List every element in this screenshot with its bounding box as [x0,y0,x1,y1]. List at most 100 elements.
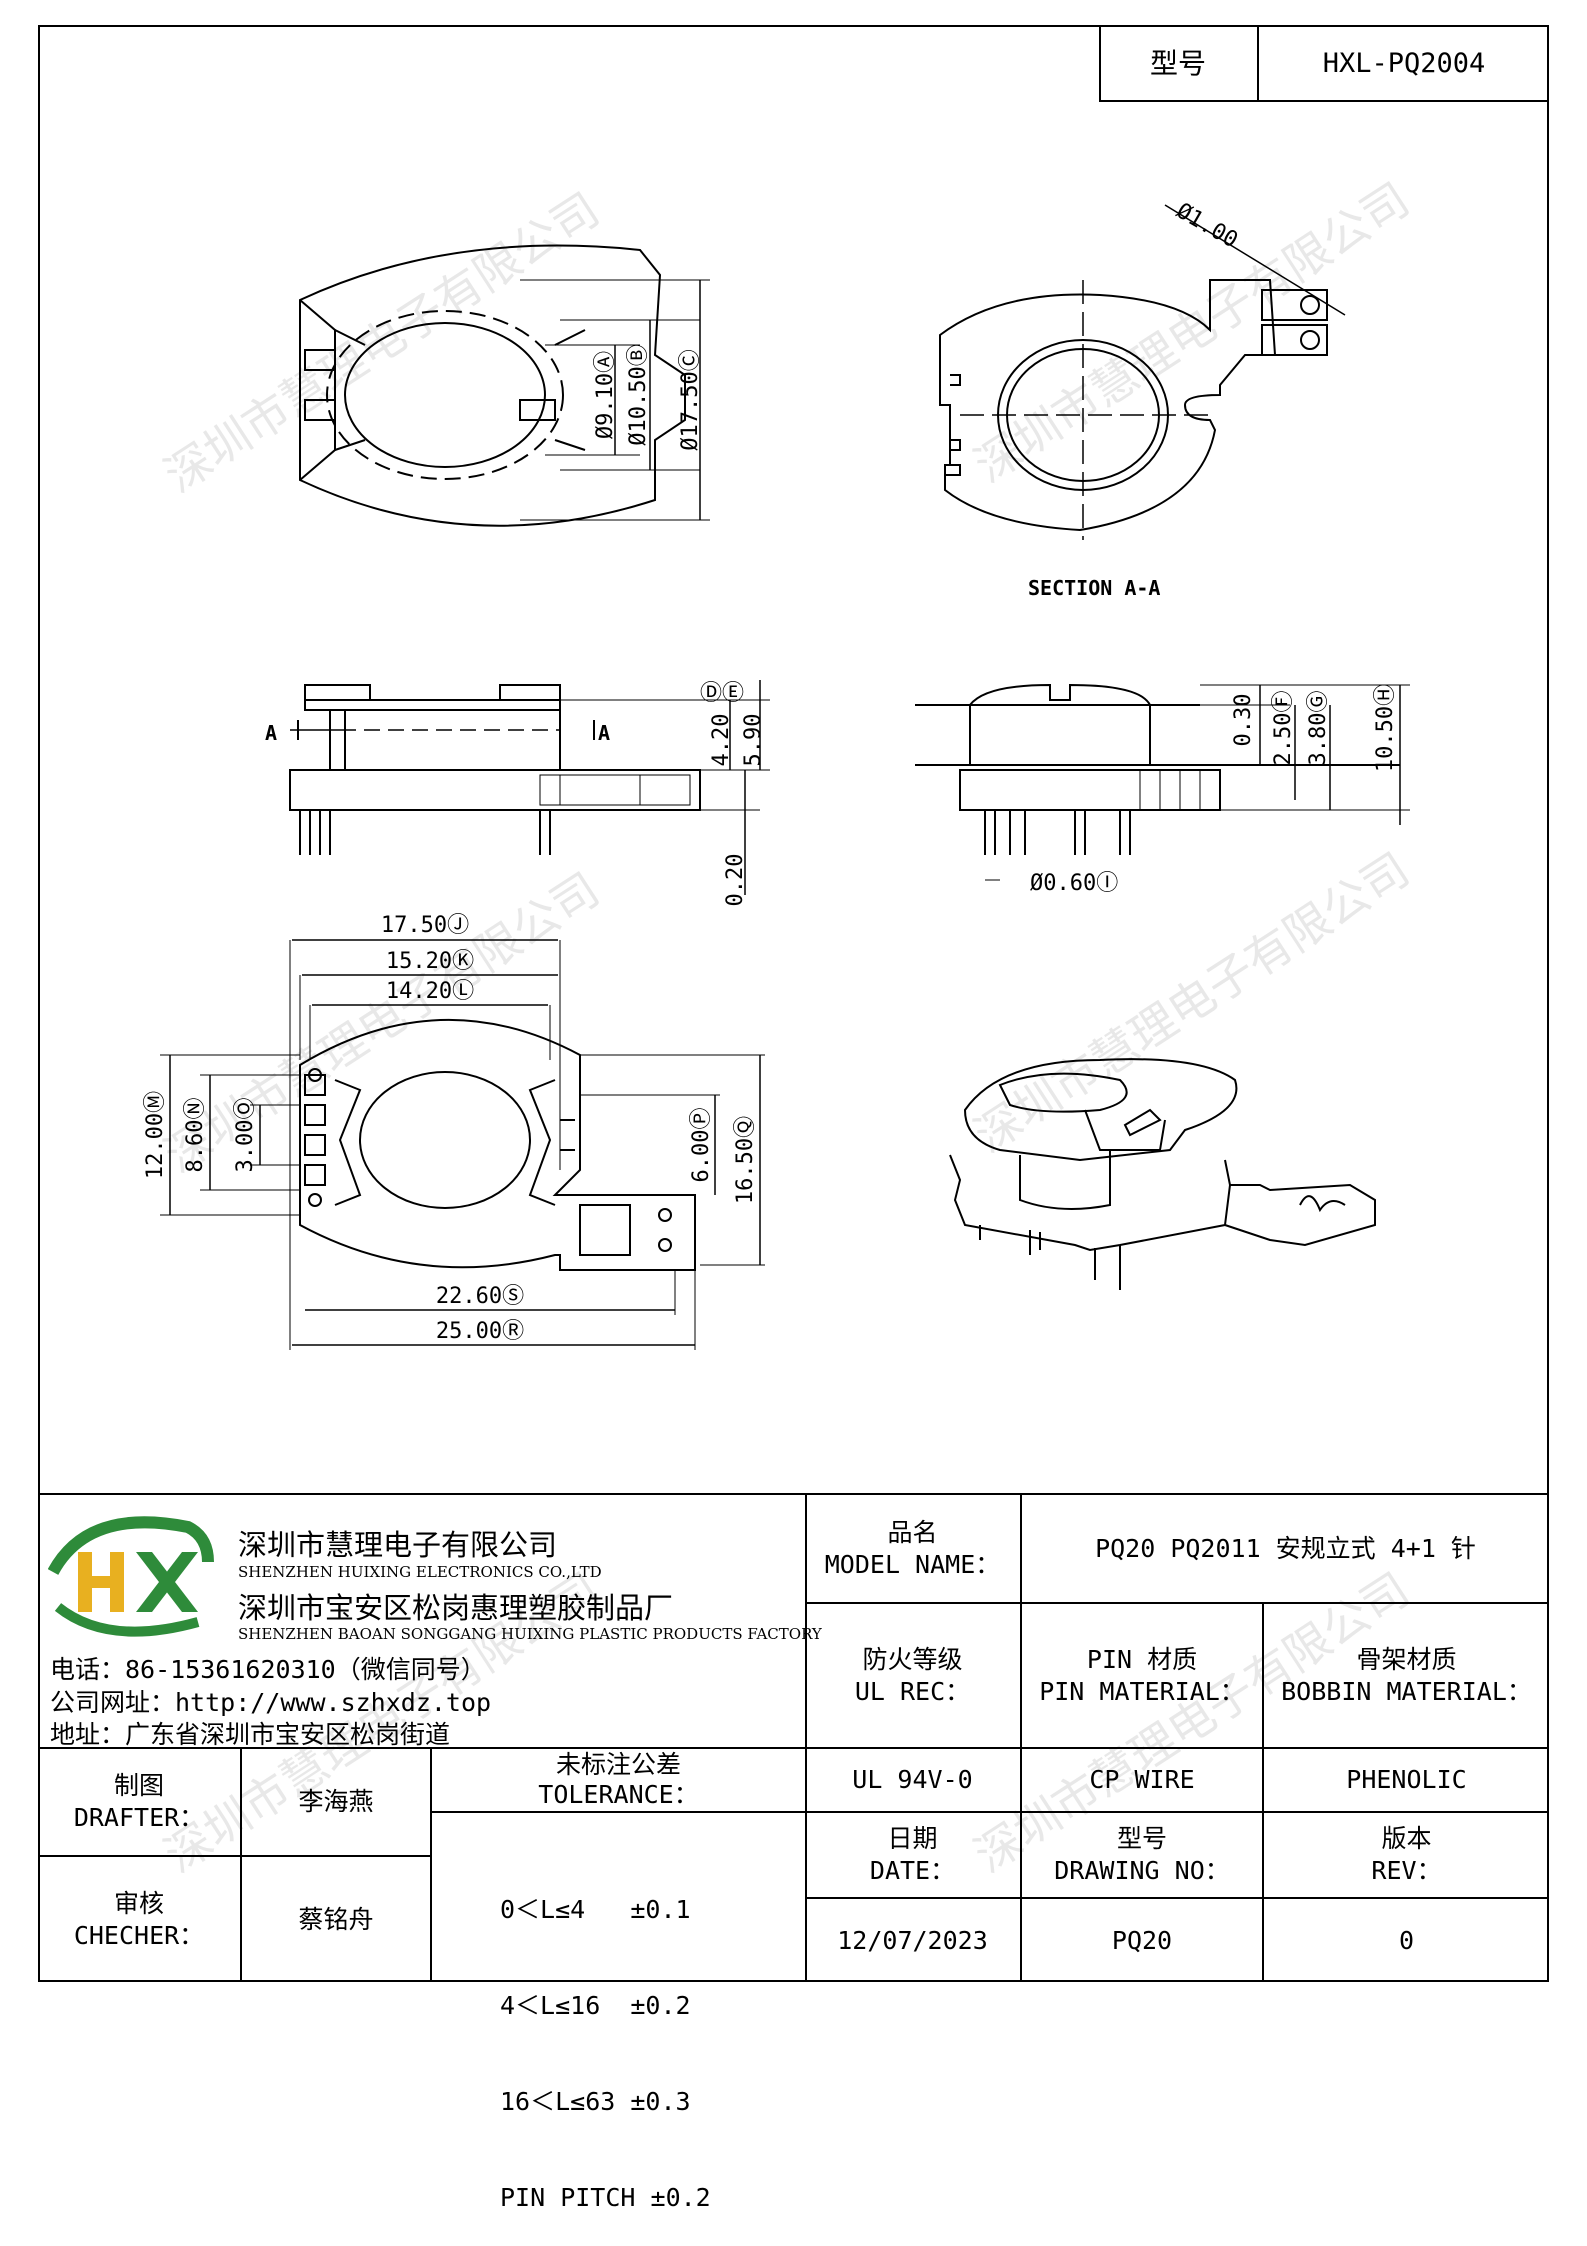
company-name-en: SHENZHEN HUIXING ELECTRONICS CO.,LTD [238,1563,602,1581]
bobbin-material-cn: 骨架材质 [1356,1644,1457,1674]
date-cn: 日期 [887,1824,938,1853]
top-view: Ø9.10Ⓐ Ø10.50Ⓑ Ø17.50Ⓒ [299,244,710,527]
title-block-line [805,1602,1549,1604]
rev-cn: 版本 [1381,1824,1432,1853]
section-marker-left: A [265,721,277,745]
dim-top-b: Ø10.50Ⓑ [626,344,651,445]
dim-side-de: ⒹⒺ [700,681,744,706]
tolerance-line: 16＜L≤63 ±0.3 [500,2087,691,2116]
dim-right-10-50: 10.50Ⓗ [1373,684,1398,772]
factory-name-cn: 深圳市宝安区松岗惠理塑胶制品厂 [238,1591,674,1625]
rev-en: REV： [1371,1856,1442,1885]
dim-bottom-16-50: 16.50Ⓠ [733,1116,758,1204]
bobbin-material-label: 骨架材质 BOBBIN MATERIAL： [1264,1604,1549,1747]
tolerance-table: 0＜L≤4 ±0.1 4＜L≤16 ±0.2 16＜L≤63 ±0.3 PIN … [500,1830,711,2246]
checker-en: CHECHER： [73,1920,205,1950]
tolerance-en: TOLERANCE： [538,1780,699,1809]
pin-material-label: PIN 材质 PIN MATERIAL： [1022,1604,1262,1747]
title-block-divider [240,1747,242,1982]
company-phone: 电话：86-15361620310（微信同号） [50,1655,486,1684]
ul-rec-en: UL REC： [854,1676,971,1706]
date-label: 日期 DATE： [805,1813,1020,1897]
checker-label: 审核 CHECHER： [38,1857,240,1982]
title-block-divider [1020,1493,1022,1982]
dim-right-0-30: 0.30 [1231,694,1256,747]
dim-right-2-50: 2.50Ⓕ [1271,691,1296,766]
ul-rec-label: 防火等级 UL REC： [805,1604,1020,1747]
drawing-frame [38,25,1549,1982]
title-block-divider [1262,1602,1264,1982]
dim-bottom-22-60: 22.60Ⓢ [436,1284,524,1309]
model-name-en: MODEL NAME： [824,1549,1001,1579]
dim-right-pin-dia: Ø0.60Ⓘ [1030,871,1118,896]
company-logo: HX [48,1516,214,1638]
model-name-label: 品名 MODEL NAME： [805,1495,1020,1602]
factory-name-en: SHENZHEN BAOAN SONGGANG HUIXING PLASTIC … [238,1625,822,1643]
drafter-label: 制图 DRAFTER： [38,1749,240,1855]
drawing-no-label: 型号 DRAWING NO： [1022,1813,1262,1897]
dim-bottom-3-00: 3.00Ⓞ [233,1098,258,1173]
dim-bottom-14-20: 14.20Ⓛ [386,979,474,1004]
title-block-line [430,1811,805,1813]
tolerance-line: PIN PITCH ±0.2 [500,2183,711,2212]
dim-right-3-80: 3.80Ⓖ [1306,691,1331,766]
dim-bottom-17-50: 17.50Ⓙ [381,913,469,938]
title-block-divider [430,1747,432,1982]
tolerance-line: 4＜L≤16 ±0.2 [500,1991,691,2020]
company-address: 地址：广东省深圳市宝安区松岗街道 [50,1720,451,1749]
drafter-cn: 制图 [113,1771,164,1800]
dim-top-c: Ø17.50Ⓒ [678,349,703,450]
section-marker-right: A [598,721,610,745]
dim-side-4-20: 4.20 [709,714,734,767]
rev-value: 0 [1398,1925,1415,1955]
checker-cn: 审核 [113,1888,164,1918]
pin-material-en: PIN MATERIAL： [1039,1676,1245,1706]
tolerance-label: 未标注公差 TOLERANCE： [432,1749,805,1811]
title-block-line [38,1747,1549,1749]
right-side-view: 0.30 2.50Ⓕ 3.80Ⓖ 10.50Ⓗ Ø0.60Ⓘ [915,684,1410,896]
bottom-view: 17.50Ⓙ 15.20Ⓚ 14.20Ⓛ 12.00Ⓜ 8.60Ⓝ 3.00Ⓞ … [143,913,765,1350]
rev-label: 版本 REV： [1264,1813,1549,1897]
tolerance-cn: 未标注公差 [555,1750,681,1779]
drawing-no-en: DRAWING NO： [1054,1856,1230,1885]
title-block-line [805,1811,1549,1813]
bobbin-material-value: PHENOLIC [1346,1765,1467,1794]
model-name-cn: 品名 [887,1517,938,1547]
logo-text: HX [208,1636,211,1638]
tolerance-line: 0＜L≤4 ±0.1 [500,1895,691,1924]
type-header-divider [1257,25,1259,102]
date-en: DATE： [869,1856,956,1885]
type-value: HXL-PQ2004 [1322,47,1486,79]
company-name-cn: 深圳市慧理电子有限公司 [238,1528,558,1562]
checker-value: 蔡铭舟 [298,1904,374,1934]
dim-top-a: Ø9.10Ⓐ [593,351,618,439]
title-block-line [38,1855,430,1857]
dim-side-5-90: 5.90 [741,714,766,767]
side-view: A A 4.20 5.90 0.20 ⒹⒺ [265,680,770,906]
bobbin-material-en: BOBBIN MATERIAL： [1281,1676,1532,1706]
drafter-en: DRAFTER： [73,1803,205,1832]
dim-side-0-20: 0.20 [723,854,748,907]
title-block-top-line [38,1493,1549,1495]
dim-bottom-25-00: 25.00Ⓡ [436,1319,524,1344]
dim-bottom-12-00: 12.00Ⓜ [143,1091,168,1179]
title-block-line [805,1897,1549,1899]
ul-rec-value: UL 94V-0 [852,1765,973,1794]
title-block-divider [805,1493,807,1982]
pin-material-value: CP WIRE [1089,1765,1195,1794]
technical-drawing: Ø9.10Ⓐ Ø10.50Ⓑ Ø17.50Ⓒ Ø1.00 SECTION A-A [143,199,1410,1350]
dim-bottom-6-00: 6.00Ⓟ [689,1108,714,1183]
isometric-view [949,1058,1376,1290]
pin-material-cn: PIN 材质 [1086,1644,1198,1674]
dim-bottom-8-60: 8.60Ⓝ [183,1098,208,1173]
date-value: 12/07/2023 [837,1925,988,1955]
type-label: 型号 [1149,46,1206,80]
section-view: Ø1.00 SECTION A-A [939,199,1346,600]
model-name-value: PQ20 PQ2011 安规立式 4+1 针 [1095,1533,1476,1563]
dim-pin-hole: Ø1.00 [1172,199,1242,254]
drafter-value: 李海燕 [298,1787,374,1816]
drawing-no-value: PQ20 [1111,1925,1173,1955]
company-website: 公司网址：http://www.szhxdz.top [50,1688,492,1717]
ul-rec-cn: 防火等级 [862,1644,963,1674]
drawing-no-cn: 型号 [1116,1824,1167,1853]
